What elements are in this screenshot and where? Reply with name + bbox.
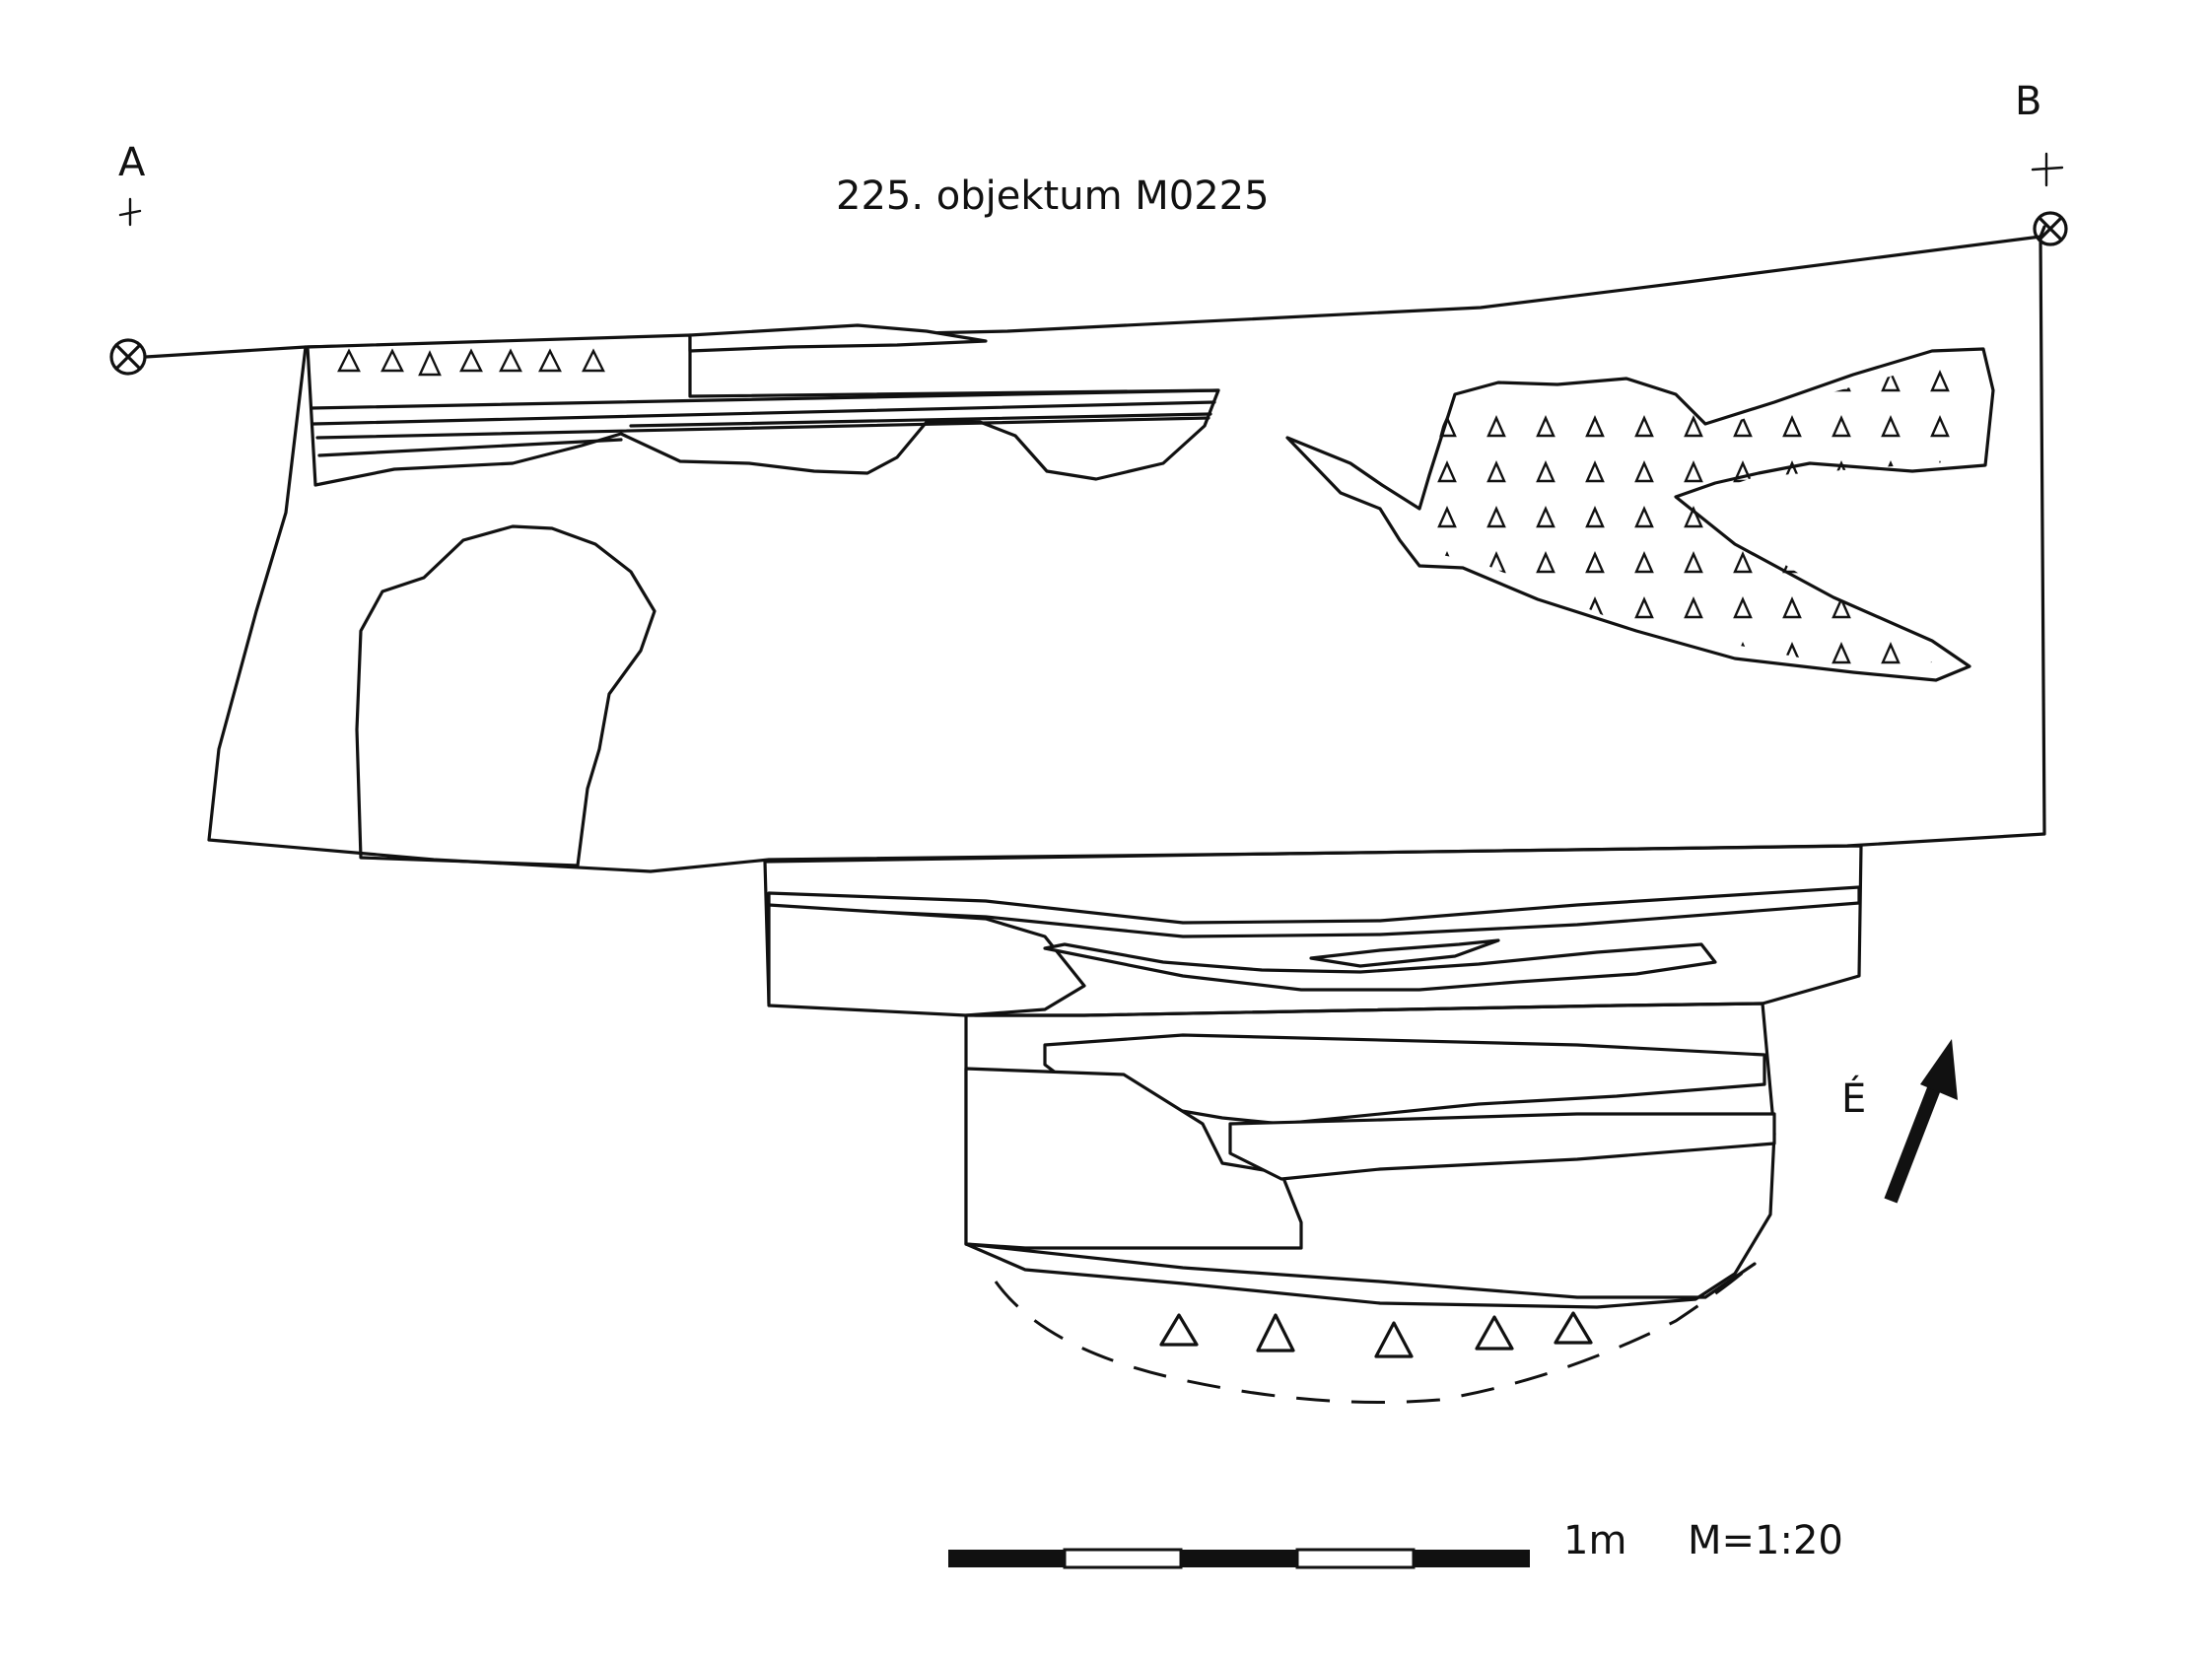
lower-diagonal-zone bbox=[767, 903, 1086, 1017]
top-band-line-2 bbox=[311, 400, 1216, 426]
datum-line bbox=[144, 345, 308, 359]
drawing-title: 225. objektum M0225 bbox=[836, 173, 1270, 219]
top-band-line-1 bbox=[310, 388, 1220, 410]
point-b-marker bbox=[2031, 152, 2068, 246]
scale-length-label: 1m bbox=[1563, 1518, 1627, 1563]
main-section-outline bbox=[207, 235, 2046, 873]
top-band-line-4 bbox=[317, 438, 623, 457]
lower-section-2 bbox=[964, 1002, 1776, 1309]
wavy-deposit bbox=[355, 524, 657, 867]
datum-right-edge bbox=[2039, 225, 2046, 239]
top-band bbox=[306, 333, 1220, 487]
triangle-row-bottom bbox=[1159, 1311, 1593, 1358]
dotted-lens bbox=[1043, 942, 1717, 992]
north-arrow-icon bbox=[1884, 1039, 1958, 1204]
point-a-marker bbox=[109, 197, 147, 376]
point-a-label: A bbox=[118, 140, 146, 185]
pit-bottom-line bbox=[964, 1242, 1757, 1299]
triangle-lens-fill bbox=[1419, 357, 1981, 668]
point-b-label: B bbox=[2015, 79, 2042, 124]
top-band-line-5 bbox=[629, 412, 1212, 428]
top-band-upper-lens bbox=[688, 323, 988, 353]
triangle-row-top bbox=[337, 348, 605, 377]
scale-ratio-label: M=1:20 bbox=[1688, 1518, 1843, 1563]
top-band-line-3 bbox=[315, 416, 1210, 440]
lower-band-upper bbox=[767, 885, 1861, 938]
scale-bar bbox=[948, 1548, 1530, 1569]
north-label: É bbox=[1841, 1076, 1867, 1122]
dotted-lens-upper bbox=[1309, 938, 1500, 968]
pit-dashed-boundary bbox=[994, 1260, 1757, 1404]
lower-mid-band bbox=[1228, 1112, 1776, 1181]
